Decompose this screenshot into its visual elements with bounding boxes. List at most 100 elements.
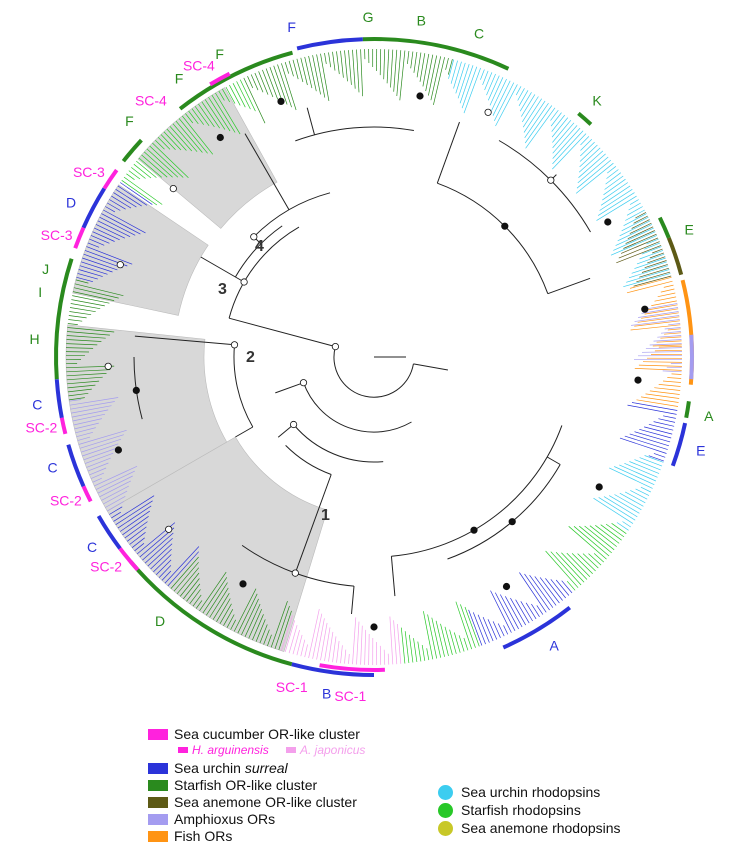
clade-number-3: 3 [218,281,227,298]
backbone-arc [285,445,332,475]
support-node [239,580,247,588]
tip-branch [173,562,199,592]
tip-branch [126,173,135,180]
outer-clade-label: SC-2 [25,420,57,436]
tip-branch [652,344,682,347]
outer-clade-label: E [696,443,705,459]
tip-branch [360,625,363,665]
tip-branch [288,625,298,654]
tip-branch [626,269,670,283]
tip-branch [491,78,507,111]
tip-branch [278,610,292,651]
tip-branch [490,590,512,633]
tip-branch [457,63,470,99]
tip-branch [602,182,628,201]
outer-clade-label: SC-1 [334,688,366,704]
tip-branch [477,614,490,643]
tip-branch [422,53,430,87]
tip-branch [444,626,453,655]
tip-branch [123,176,163,205]
tip-branch [153,554,172,573]
tip-branch [461,66,478,109]
tip-branch [202,577,228,614]
tip-branch [292,59,299,80]
tip-branch [211,94,236,133]
tip-branch [185,113,194,124]
tip-branch [352,49,356,89]
tip-branch [648,423,674,431]
outer-clade-label: C [47,460,57,476]
tip-branch [308,55,317,92]
tip-branch [624,435,668,450]
tip-branch [654,387,681,391]
tip-branch [510,597,527,626]
tip-branch [635,212,647,219]
tip-branch [229,84,241,106]
tip-branch [605,172,622,185]
tip-branch [634,320,680,327]
tip-branch [83,253,123,269]
tip-branch [340,50,344,78]
tip-branch [623,213,647,227]
tip-branch [487,75,500,101]
tip-branch [630,490,648,500]
tip-branch [115,500,153,525]
support-node [165,525,173,533]
support-node [114,446,123,454]
outer-clade-label: C [87,539,97,555]
tip-branch [105,495,126,508]
tip-branch [76,276,93,283]
tip-branch [529,574,554,608]
backbone-spoke [275,382,304,394]
tip-branch [610,235,658,256]
outer-clade-arc [291,662,375,678]
tip-branch [671,373,682,375]
tip-branch [552,130,584,165]
clade-number-4: 4 [255,238,264,255]
backbone-spoke [547,277,591,295]
tip-branch [425,54,434,92]
tip-branch [69,399,82,402]
tip-branch [352,617,357,665]
tip-branch [288,60,294,77]
outer-clade-arc [658,216,671,239]
support-node [508,518,516,526]
tip-branch [426,648,430,661]
tip-branch [615,227,654,246]
outer-clade-arc [121,138,143,163]
tip-branch [150,548,172,570]
outer-clade-arc [81,485,93,503]
tip-branch [404,631,410,664]
tip-branch [539,577,560,604]
tip-branch [221,88,231,103]
tip-branch [634,459,661,471]
tip-branch [304,644,308,658]
backbone-spoke [235,426,254,438]
tip-branch [584,525,615,551]
tip-branch [617,224,653,242]
tip-branch [262,69,274,98]
tip-branch [417,641,422,662]
tip-branch [628,265,669,279]
tip-branch [606,166,617,174]
tip-branch [296,58,304,83]
tip-branch [640,486,651,493]
tip-branch [66,335,106,339]
tip-branch [340,645,343,664]
outer-clade-arc [502,606,572,650]
tip-branch [131,167,146,179]
tip-branch [254,72,264,93]
tip-branch [663,415,676,419]
tip-branch [445,58,449,70]
support-node [331,342,339,351]
tip-branch [658,418,676,423]
tip-branch [578,150,604,173]
backbone-spoke [306,107,315,135]
tip-branch [430,56,442,101]
tip-branch [536,605,544,615]
tip-branch [627,404,677,415]
tip-branch [111,511,121,519]
tip-branch [101,485,130,501]
tip-branch [230,619,237,630]
outer-clade-arc [73,226,86,249]
